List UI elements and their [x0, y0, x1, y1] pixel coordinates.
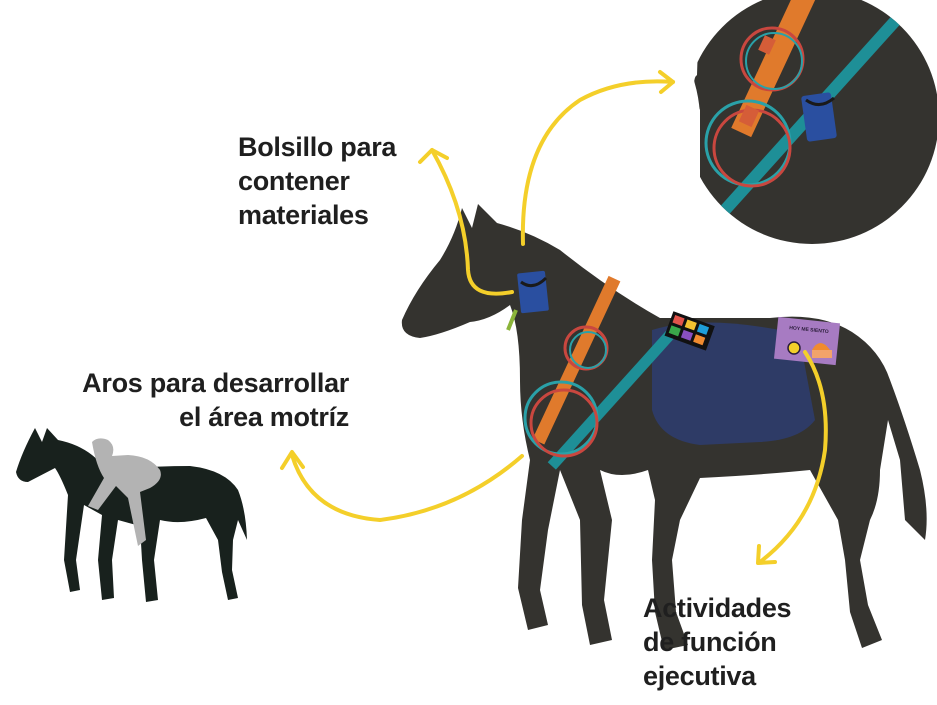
emotion-card-title: HOY ME SIENTO: [789, 325, 829, 335]
palette-swatch: [680, 329, 694, 341]
strap-orange: [532, 275, 621, 445]
strap-teal: [547, 321, 684, 470]
arrow-to-rings-label: [290, 453, 524, 522]
pocket-label: Bolsillo para contener materiales: [238, 130, 396, 232]
activities-label-line-3: ejecutiva: [643, 661, 756, 691]
pocket-label-line-2: contener: [238, 166, 350, 196]
pocket-label-line-3: materiales: [238, 200, 369, 230]
neck-pocket: [506, 270, 549, 331]
activities-label-line-1: Actividades: [643, 593, 792, 623]
color-palette-card: [664, 311, 715, 351]
zoom-strap-teal: [701, 11, 905, 236]
small-horse-with-rider: [16, 428, 247, 602]
arrow-to-zoom-circle: [520, 79, 675, 246]
rings-label-line-1: Aros para desarrollar: [82, 368, 349, 398]
palette-swatch: [684, 319, 697, 331]
palette-swatch: [668, 325, 681, 337]
arrow-to-activities-label: [758, 350, 828, 564]
rider-silhouette: [88, 438, 161, 546]
rings-label: Aros para desarrollar el área motríz: [82, 366, 349, 434]
emotion-card: HOY ME SIENTO: [773, 316, 841, 366]
palette-swatch: [696, 323, 710, 335]
activities-label: Actividades de función ejecutiva: [643, 591, 792, 693]
pocket-label-line-1: Bolsillo para: [238, 132, 397, 162]
zoom-pocket: [801, 92, 837, 142]
callout-arrows: [280, 70, 828, 565]
motor-rings: [523, 325, 609, 458]
activities-label-line-2: de función: [643, 627, 777, 657]
zoom-ring-upper: [739, 26, 805, 92]
saddle-pad: [652, 322, 815, 445]
arrow-to-pocket-label: [430, 148, 514, 296]
rings-label-line-2: el área motríz: [179, 402, 349, 432]
palette-swatch: [672, 315, 685, 326]
zoom-strap-orange: [731, 0, 824, 138]
detail-zoom-circle: [685, 0, 937, 244]
palette-swatch: [693, 334, 706, 346]
